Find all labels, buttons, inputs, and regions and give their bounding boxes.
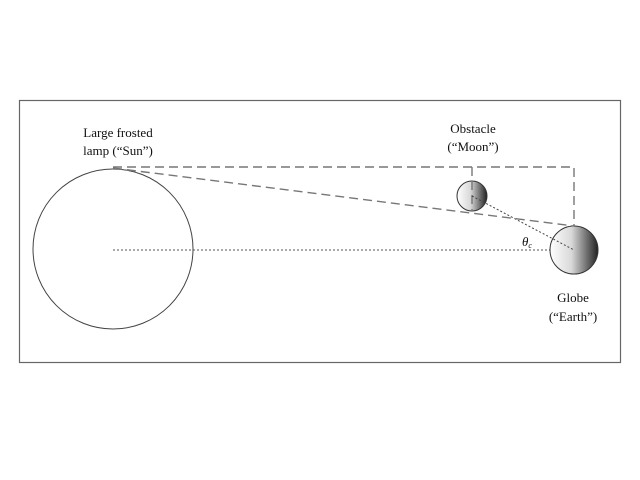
earth-label-line2: (“Earth”)	[549, 309, 597, 324]
angle-subscript: c	[528, 241, 532, 250]
angle-label: θc	[522, 234, 532, 250]
moon-label-line2: (“Moon”)	[447, 139, 498, 154]
sun-label-line1: Large frosted	[83, 125, 153, 140]
sun-lamp	[32, 168, 194, 330]
angle-symbol: θ	[522, 234, 529, 249]
tangent-dashed-line	[112, 167, 575, 227]
sun-label-line2: lamp (“Sun”)	[83, 143, 153, 158]
moon-label-line1: Obstacle	[450, 121, 496, 136]
moon-earth-dotted-line	[471, 195, 575, 251]
earth-label-line1: Globe	[557, 290, 589, 305]
